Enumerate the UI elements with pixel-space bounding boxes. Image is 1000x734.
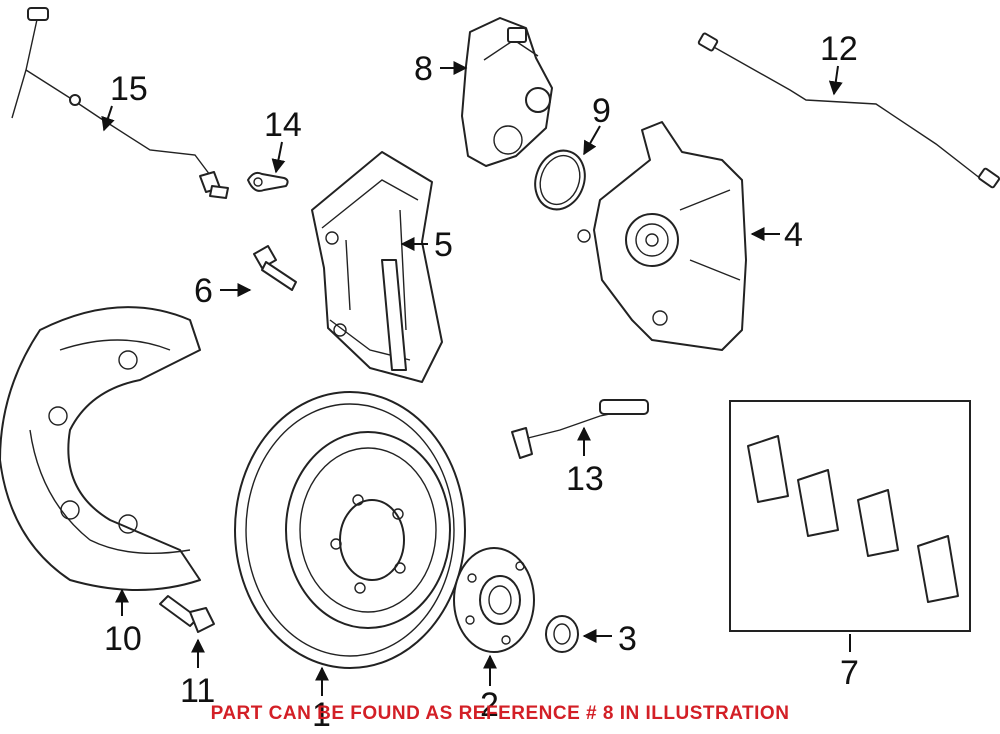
callout-3: 3 <box>618 620 637 658</box>
callout-4: 4 <box>784 216 803 254</box>
nut-part-3 <box>545 615 579 653</box>
leader-lines <box>101 61 851 696</box>
brake-rotor-part-1 <box>234 391 466 669</box>
caliper-bracket-part-5 <box>311 151 443 383</box>
callout-7: 7 <box>840 654 859 692</box>
callout-5: 5 <box>434 226 453 264</box>
abs-sensor-cable-part-15 <box>11 7 229 199</box>
clip-part-14 <box>247 171 289 192</box>
wear-sensor-short-part-13 <box>511 399 649 459</box>
caliper-housing-part-4 <box>577 121 747 351</box>
actuator-motor-part-8 <box>461 17 553 167</box>
bolt-part-6 <box>253 245 297 291</box>
callout-8: 8 <box>414 50 433 88</box>
callout-6: 6 <box>194 272 213 310</box>
o-ring-part-9 <box>534 149 586 211</box>
reference-notice: PART CAN BE FOUND AS REFERENCE # 8 IN IL… <box>210 703 790 724</box>
callout-13: 13 <box>566 460 604 498</box>
splash-shield-part-10 <box>0 306 201 591</box>
callout-10: 10 <box>104 620 142 658</box>
callout-14: 14 <box>264 106 302 144</box>
wear-sensor-long-part-12 <box>697 32 1000 189</box>
brake-pad-set-part-7 <box>729 400 971 632</box>
callout-12: 12 <box>820 30 858 68</box>
wheel-hub-part-2 <box>453 547 535 653</box>
callout-2: 2 <box>480 686 499 724</box>
callout-11: 11 <box>180 672 215 710</box>
callout-9: 9 <box>592 92 611 130</box>
callout-15: 15 <box>110 70 148 108</box>
callout-1: 1 <box>312 696 331 734</box>
bolt-part-11 <box>159 595 215 633</box>
